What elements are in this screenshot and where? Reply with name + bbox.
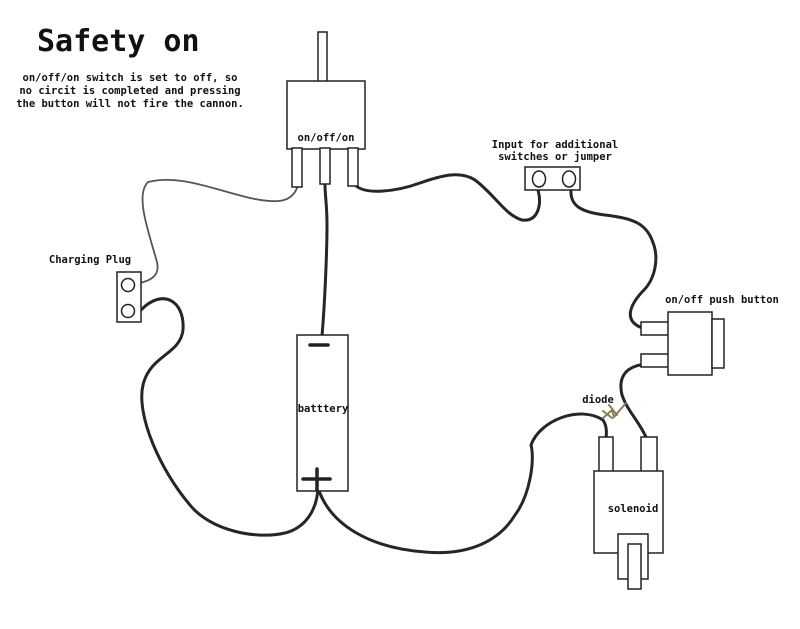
push-button-label: on/off push button — [665, 294, 779, 306]
solenoid-terminal-right — [640, 436, 658, 473]
battery-body — [296, 334, 349, 492]
wire-battery-to-switch — [320, 183, 329, 338]
push-button: on/off push button — [640, 294, 779, 376]
description-line-1: on/off/on switch is set to off, so — [23, 72, 238, 84]
input-label-line-1: Input for additional — [492, 139, 618, 151]
push-button-actuator — [711, 318, 725, 369]
wire-plug-to-battery — [139, 297, 320, 537]
wire-switch-left — [139, 178, 298, 284]
diode-label: diode — [582, 394, 614, 406]
input-label-line-2: switches or jumper — [498, 151, 612, 163]
toggle-switch: on/off/on — [286, 31, 366, 188]
battery-plus-icon — [301, 467, 332, 492]
solenoid: solenoid — [593, 436, 664, 590]
solenoid-terminal-left — [598, 436, 614, 473]
diode-symbol-icon — [602, 402, 627, 420]
wire-switch-to-input — [353, 173, 541, 222]
input-terminal-right — [561, 170, 577, 188]
wires — [139, 173, 658, 555]
battery-label: batttery — [298, 403, 349, 415]
solenoid-plunger — [627, 543, 642, 590]
charging-plug-terminal-bottom — [120, 303, 136, 319]
input-connector: Input for additional switches or jumper — [492, 139, 618, 191]
description-line-3: the button will not fire the cannon. — [16, 98, 244, 110]
diagram-title: Safety on — [37, 24, 200, 59]
push-button-terminal-bottom — [640, 353, 670, 368]
switch-terminal-middle — [319, 147, 331, 185]
battery: batttery — [296, 334, 349, 492]
wire-button-to-solenoid — [619, 363, 648, 439]
switch-body — [286, 80, 366, 150]
wire-battery-to-solenoid — [316, 412, 608, 555]
push-button-terminal-top — [640, 321, 670, 336]
switch-lever — [317, 31, 328, 84]
solenoid-label: solenoid — [608, 503, 659, 515]
switch-terminal-left — [291, 147, 303, 188]
input-terminal-left — [531, 170, 547, 188]
description-line-2: no circit is completed and pressing — [19, 85, 240, 97]
switch-terminal-right — [347, 147, 359, 187]
wire-input-to-button — [569, 188, 658, 329]
push-button-body — [667, 311, 713, 376]
switch-label: on/off/on — [298, 132, 355, 144]
charging-plug: Charging Plug — [49, 254, 142, 323]
charging-plug-label: Charging Plug — [49, 254, 131, 266]
diode: diode — [582, 394, 627, 420]
charging-plug-terminal-top — [120, 277, 136, 293]
